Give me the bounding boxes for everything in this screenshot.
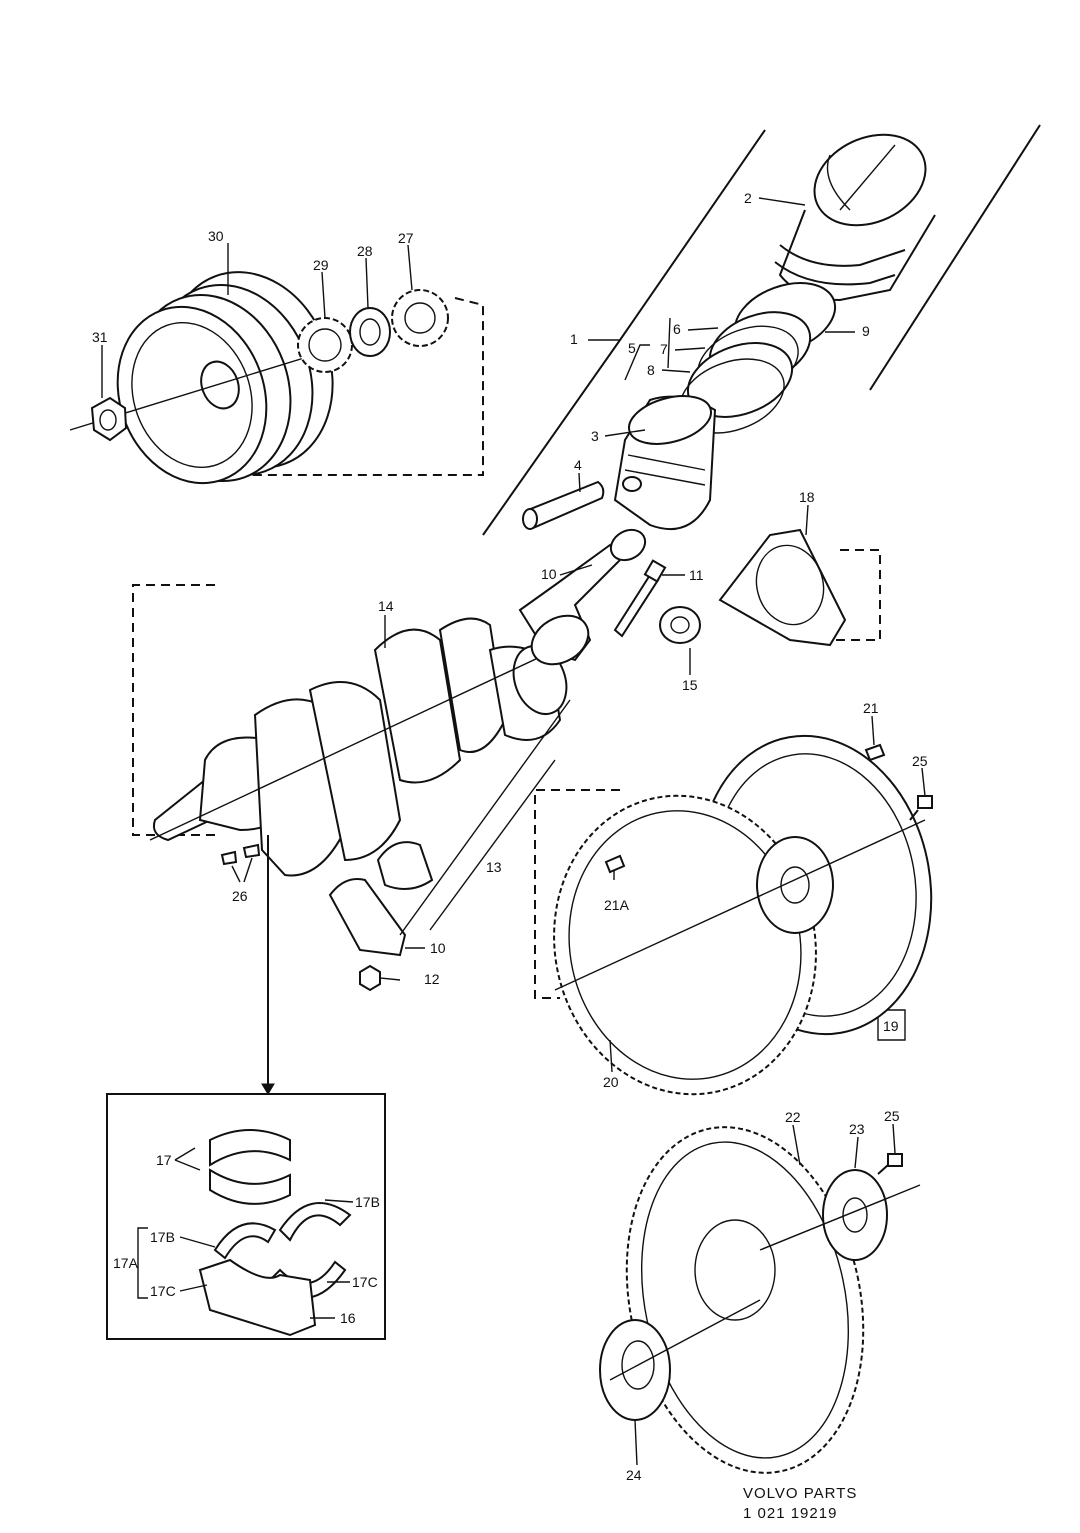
bearing-shells	[209, 1129, 291, 1205]
callout-7: 7	[660, 341, 668, 357]
callout-8: 8	[647, 362, 655, 378]
callout-4: 4	[574, 457, 582, 473]
piston-pin	[522, 480, 605, 530]
callout-22: 22	[785, 1109, 801, 1125]
callout-1: 1	[570, 331, 578, 347]
callout-26: 26	[232, 888, 248, 904]
woodruff-keys	[220, 843, 261, 866]
leader-lines	[101, 197, 926, 1466]
adapter-plate	[599, 1299, 761, 1421]
connecting-rod	[518, 528, 647, 666]
callout-11: 11	[689, 567, 704, 583]
drive-plate	[625, 1126, 865, 1474]
callout-25-driveplate: 25	[884, 1108, 900, 1124]
callout-19: 19	[883, 1018, 899, 1034]
crankshaft-pulley	[69, 271, 334, 485]
callout-9: 9	[862, 323, 870, 339]
callout-17b-right: 17B	[355, 1194, 380, 1210]
callout-10-cap: 10	[430, 940, 446, 956]
rod-bolt	[613, 559, 667, 638]
callout-29: 29	[313, 257, 329, 273]
footer-brand: VOLVO PARTS	[743, 1485, 857, 1502]
footer-code: 1 021 19219	[743, 1505, 837, 1522]
ring-gear	[553, 794, 926, 1096]
callout-5: 5	[628, 340, 636, 356]
callout-30: 30	[208, 228, 224, 244]
timing-gear-29	[297, 317, 353, 373]
callout-6: 6	[673, 321, 681, 337]
callout-20: 20	[603, 1074, 619, 1090]
callout-10-rod: 10	[541, 566, 557, 582]
flywheel-bolt	[909, 795, 933, 821]
rear-seal-housing	[718, 528, 881, 647]
callout-28: 28	[357, 243, 373, 259]
dowel-pin	[604, 743, 886, 874]
callout-27: 27	[398, 230, 414, 246]
cylinder-liner	[774, 133, 936, 302]
callout-2: 2	[744, 190, 752, 206]
crankshaft-nut	[90, 396, 128, 442]
pulley-group-box	[220, 297, 484, 476]
pilot-bearing	[659, 606, 701, 644]
callout-17: 17	[156, 1152, 172, 1168]
main-bearing-caps	[328, 841, 434, 992]
callout-13: 13	[486, 859, 502, 875]
callout-17b-left: 17B	[150, 1229, 175, 1245]
callout-23: 23	[849, 1121, 865, 1137]
callout-17c-right: 17C	[352, 1274, 378, 1290]
spacer-28	[349, 307, 391, 357]
callout-14: 14	[378, 598, 394, 614]
callout-17a: 17A	[113, 1255, 139, 1271]
callout-25-flywheel: 25	[912, 753, 928, 769]
callout-16: 16	[340, 1310, 356, 1326]
callout-3: 3	[591, 428, 599, 444]
callout-labels: 30 29 28 27 31 2 1 5 6 7 8 9 3 4 18 10 1…	[92, 190, 928, 1483]
timing-gear-27	[391, 289, 449, 347]
callout-24: 24	[626, 1467, 642, 1483]
bearing-inset	[106, 835, 386, 1340]
callout-21: 21	[863, 700, 879, 716]
callout-15: 15	[682, 677, 698, 693]
spacer-plate	[759, 1169, 921, 1261]
crankshaft	[149, 617, 568, 877]
callout-17c-left: 17C	[150, 1283, 176, 1299]
callout-12: 12	[424, 971, 440, 987]
callout-21a: 21A	[604, 897, 630, 913]
callout-31: 31	[92, 329, 108, 345]
callout-18: 18	[799, 489, 815, 505]
footer: VOLVO PARTS 1 021 19219	[743, 1485, 857, 1522]
drive-plate-bolt	[877, 1153, 903, 1175]
main-bearing-cap	[198, 1258, 317, 1337]
piston-rings	[679, 282, 837, 434]
piston	[613, 395, 717, 530]
